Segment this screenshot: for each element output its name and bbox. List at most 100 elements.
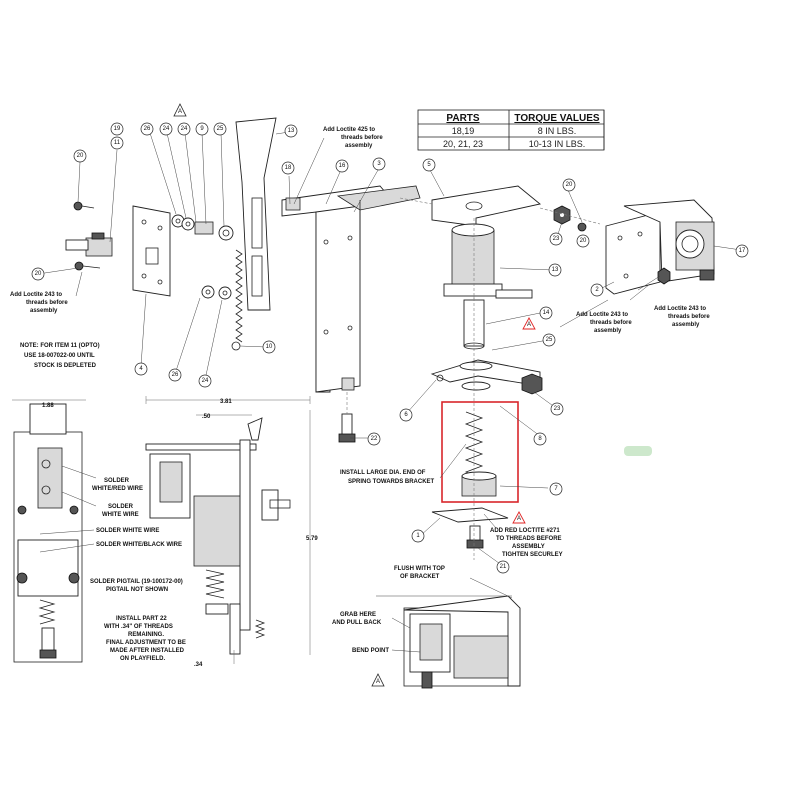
balloon-23-upper: 23 [549,232,563,246]
svg-text:17: 17 [739,248,746,254]
balloon-25: 25 [213,122,227,136]
svg-text:A: A [527,322,531,328]
note-loctite-243-mid: Add Loctite 243 to threads before assemb… [576,312,632,334]
svg-text:TIGHTEN SECURLEY: TIGHTEN SECURLEY [502,552,563,558]
balloon-13-top: 13 [284,124,298,138]
svg-text:21: 21 [500,564,507,570]
balloon-2: 2 [590,283,604,297]
svg-text:24: 24 [202,378,209,384]
svg-text:26: 26 [144,126,151,132]
balloon-24b: 24 [177,122,191,136]
svg-text:Add Loctite 243 to: Add Loctite 243 to [654,306,706,312]
svg-text:16: 16 [339,163,346,169]
note-grab: GRAB HERE AND PULL BACK [332,612,382,626]
svg-text:8: 8 [538,436,542,442]
balloon-17: 17 [735,244,749,258]
svg-text:Add Loctite 425 to: Add Loctite 425 to [323,127,375,133]
screw-20-right [577,222,587,232]
svg-text:9: 9 [200,126,204,132]
svg-text:WHITE/RED WIRE: WHITE/RED WIRE [92,486,143,492]
balloon-22: 22 [367,432,381,446]
svg-text:23: 23 [554,406,561,412]
svg-text:OF BRACKET: OF BRACKET [400,574,440,580]
svg-text:threads before: threads before [341,135,383,141]
screw-20-upper-left [73,201,95,211]
balloon-19: 19 [110,122,124,136]
balloon-1: 1 [411,529,425,543]
washer-stack [171,214,234,300]
washer-stack-center [459,361,493,391]
warning-triangle-lower: A [512,511,526,524]
svg-text:3: 3 [377,161,381,167]
svg-text:1: 1 [416,533,420,539]
balloon-21: 21 [496,560,510,574]
svg-text:2: 2 [595,287,599,293]
screw-22 [338,392,356,443]
balloon-26-lower: 26 [168,368,182,382]
bracket-plate-1 [431,507,509,523]
switch-bracket-2 [605,213,661,295]
warning-triangle-upper: A [522,317,536,330]
torque-row2-value: 10-13 IN LBS. [529,139,586,149]
balloon-20-right-top: 20 [562,178,576,192]
svg-text:19: 19 [114,126,121,132]
spring-highlight-box [441,401,519,503]
svg-text:STOCK IS DEPLETED: STOCK IS DEPLETED [34,363,97,369]
note-pigtail: SOLDER PIGTAIL (19-100172-00) PIGTAIL NO… [90,579,183,593]
balloon-26: 26 [140,122,154,136]
note-flush: FLUSH WITH TOP OF BRACKET [394,566,445,580]
svg-text:SPRING TOWARDS BRACKET: SPRING TOWARDS BRACKET [348,479,435,485]
svg-text:25: 25 [217,126,224,132]
svg-text:24: 24 [181,126,188,132]
svg-text:assembly: assembly [345,143,373,149]
svg-text:ASSEMBLY: ASSEMBLY [512,544,545,550]
dimension-3-81: 3.81 [220,399,232,405]
balloon-6: 6 [399,408,413,422]
svg-text:24: 24 [163,126,170,132]
svg-text:assembly: assembly [30,308,58,314]
svg-text:26: 26 [172,372,179,378]
balloon-14: 14 [539,306,553,320]
coil-bracket-5 [431,185,542,227]
balloon-3: 3 [372,157,386,171]
svg-text:USE 18-007022-00 UNTIL: USE 18-007022-00 UNTIL [24,353,95,359]
svg-text:4: 4 [139,366,143,372]
screw-21 [466,525,484,549]
svg-text:WITH .34" OF THREADS: WITH .34" OF THREADS [104,624,173,630]
svg-text:WHITE WIRE: WHITE WIRE [102,512,139,518]
balloon-20-top-left: 20 [73,149,87,163]
svg-text:REMAINING.: REMAINING. [128,632,164,638]
svg-text:20: 20 [580,238,587,244]
svg-text:A: A [178,109,182,115]
svg-text:GRAB HERE: GRAB HERE [340,612,376,618]
coil-13 [443,223,533,299]
balloon-9: 9 [195,122,209,136]
opto-bracket-4 [132,205,171,297]
balloon-13-mid: 13 [548,263,562,277]
svg-text:14: 14 [543,310,550,316]
svg-text:SOLDER: SOLDER [108,504,134,510]
note-solder-white-black: SOLDER WHITE/BLACK WIRE [96,542,182,548]
note-red-loctite: ADD RED LOCTITE #271 TO THREADS BEFORE A… [490,528,563,558]
svg-text:18: 18 [285,165,292,171]
svg-text:25: 25 [546,337,553,343]
balloon-8: 8 [533,432,547,446]
note-install-part-22: INSTALL PART 22 WITH .34" OF THREADS REM… [104,616,186,662]
svg-text:A: A [376,679,380,685]
svg-text:20: 20 [566,182,573,188]
note-solder-white-red: SOLDER WHITE/RED WIRE [92,478,143,492]
note-solder-white: SOLDER WHITE WIRE [102,504,139,518]
svg-text:5: 5 [427,162,431,168]
accent-marker [624,446,652,456]
svg-text:10: 10 [266,344,273,350]
note-loctite-243-left: Add Loctite 243 to threads before assemb… [10,292,68,314]
return-spring-10 [231,249,243,351]
opto-sensor-11 [65,232,113,257]
detail-view-bracket [376,595,521,689]
torque-row1-parts: 18,19 [452,126,475,136]
note-bend-point: BEND POINT [352,648,389,654]
svg-text:22: 22 [371,436,378,442]
dimension-0-50: .50 [202,414,211,420]
svg-text:ADD RED LOCTITE #271: ADD RED LOCTITE #271 [490,528,560,534]
